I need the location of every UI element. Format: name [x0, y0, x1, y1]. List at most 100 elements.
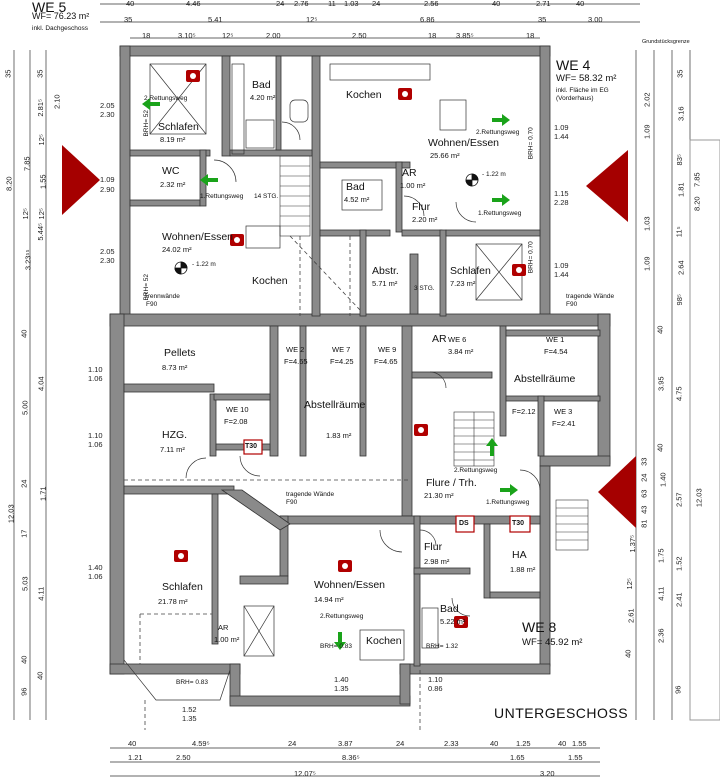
area-we8-ha: 1.88 m² [510, 565, 536, 574]
area-we8-bad: 5.22 m² [440, 617, 466, 626]
dim-right-f-1: 1.52 [674, 556, 684, 572]
dim-bot1-4: 24 [396, 739, 405, 748]
area-we4-schlafen: 7.23 m² [450, 279, 476, 288]
dim-top1-10: 40 [576, 0, 585, 8]
dim-right-d-4: 24 [639, 473, 649, 482]
room-we5-bad: Bad [252, 79, 271, 91]
room-we4-ar: AR [402, 167, 417, 179]
dim-left-c-1: 1.09 [100, 175, 115, 184]
dim-top1-1: 4.46 [186, 0, 201, 8]
we5-note: inkl. Dachgeschoss [32, 25, 88, 32]
win-dim-10: 1.09 [554, 123, 569, 132]
room-flure-trh: Flure / Trh. [426, 477, 477, 489]
room-we8-kochen: Kochen [366, 635, 402, 647]
area-we7: F=4.25 [330, 357, 354, 366]
dim-left-b-4: 12⁵ [36, 208, 46, 220]
we4-area: WF= 58.32 m² [556, 73, 617, 84]
dim-left-b-2: 12⁵ [36, 134, 46, 146]
win-dim-5: 1.06 [88, 374, 103, 383]
dim-top1-4: 11 [328, 0, 336, 8]
left-section-marker [62, 145, 100, 215]
right-section-marker-top [586, 150, 628, 222]
dim-right-d-2: 40 [655, 443, 665, 452]
win-dim-14: 1.44 [554, 270, 569, 279]
dim-right-d-6: 43 [639, 505, 649, 514]
room-we6: WE 6 [448, 335, 467, 344]
win-dim-11: 1.44 [554, 132, 569, 141]
brh-we8-bad: BRH= 1.32 [426, 643, 458, 650]
tragende-waende-mid: tragende Wände [286, 491, 335, 498]
dim-bot1-1: 4.59⁵ [192, 739, 210, 748]
dim-right-c-1: 8.20 [692, 196, 702, 212]
dim-bot2-4: 1.55 [568, 753, 583, 762]
dim-right-b-3: 1.15 [554, 189, 569, 198]
win-dim-20: 1.35 [182, 714, 197, 723]
dim-right-f-2: 4.11 [656, 586, 666, 601]
area-we8-wohnen: 14.94 m² [314, 595, 344, 604]
win-dim-13: 1.09 [554, 261, 569, 270]
dim-bot1-9: 1.55 [572, 739, 587, 748]
dim-right-e-0: 4.75 [674, 386, 684, 402]
area-we4-abstr: 5.71 m² [372, 279, 398, 288]
dim-top2-3: 6.86 [420, 15, 435, 24]
dim-bot3-1: 3.20 [540, 769, 555, 778]
t30-label-right: T30 [512, 520, 525, 527]
dim-right-a-4: 11⁵ [674, 226, 684, 238]
dim-bot2-2: 8.36⁵ [342, 753, 360, 762]
dim-top1-7: 2.56 [424, 0, 439, 8]
rettungsweg2-we4: 2.Rettungsweg [476, 129, 520, 136]
dim-right-a-1: 3.16 [676, 106, 686, 122]
dim-right-b-0: 2.02 [642, 92, 652, 108]
area-abstellraeume-mid: 1.83 m² [326, 431, 352, 440]
room-we8-schlafen: Schlafen [162, 581, 203, 593]
we8-name: WE 8 [522, 619, 557, 635]
dim-left-f-1: 4.11 [36, 586, 46, 601]
dim-right-a-6: 98⁵ [674, 294, 684, 306]
win-dim-8: 1.40 [88, 563, 103, 572]
room-we5-wohnen: Wohnen/Essen [162, 231, 234, 243]
brh-we4-bottom: BRH= 0.70 [527, 241, 535, 274]
room-we6-ar: AR [432, 333, 447, 345]
stg14-label: 14 STG. [254, 193, 279, 200]
dim-top2-5: 3.00 [588, 15, 603, 24]
right-section-marker-bottom [598, 456, 636, 528]
room-we8-ar: AR [218, 623, 229, 632]
dim-bot1-8: 40 [558, 739, 567, 748]
room-we3: WE 3 [554, 407, 573, 416]
dim-right-d-3: 33 [639, 457, 649, 466]
dim-top2-0: 35 [124, 15, 133, 24]
dim-top1-2: 24 [276, 0, 285, 8]
room-hzg: HZG. [162, 429, 188, 441]
dim-bot1-5: 2.33 [444, 739, 459, 748]
dim-top2-1: 5.41 [208, 15, 223, 24]
dim-top3-2: 12⁵ [222, 31, 234, 40]
room-we8-ha: HA [512, 549, 527, 561]
area-we8-schlafen: 21.78 m² [158, 597, 188, 606]
dim-right-d-11: 40 [623, 649, 633, 658]
dim-right-b-1: 1.09 [642, 124, 652, 140]
room-we4-kochen: Kochen [346, 89, 382, 101]
dim-right-d-7: 81 [639, 519, 649, 528]
room-we4-flur: Flur [412, 201, 431, 213]
dim-right-d-1: 3.95 [656, 376, 666, 392]
area-we5-schlafen: 8.19 m² [160, 135, 186, 144]
win-dim-1: 2.30 [100, 110, 115, 119]
floor-label: UNTERGESCHOSS [494, 705, 629, 721]
dim-left-e-7: 40 [35, 671, 45, 680]
dim-left-d-0: 8.20 [4, 176, 14, 192]
dim-top3-3: 2.00 [266, 31, 281, 40]
dim-left-a-3: 3.23⁵⁵ [23, 249, 33, 271]
room-we4-schlafen: Schlafen [450, 265, 491, 277]
dim-top1-5: 1.03 [344, 0, 359, 8]
dim-bot2-3: 1.65 [510, 753, 525, 762]
dim-top3-5: 18 [428, 31, 437, 40]
dim-right-b-4: 1.09 [642, 256, 652, 272]
dim-top1-9: 2.71 [536, 0, 551, 8]
trennwaende-label: Trennwände [144, 293, 180, 300]
tragende-waende-right: tragende Wände [566, 293, 615, 300]
room-we5-kochen: Kochen [252, 275, 288, 287]
dim-top3-1: 3.10⁵ [178, 31, 196, 40]
dim-bot3-0: 12.07⁵ [294, 769, 316, 778]
level-we4: - 1.22 m [482, 171, 506, 178]
